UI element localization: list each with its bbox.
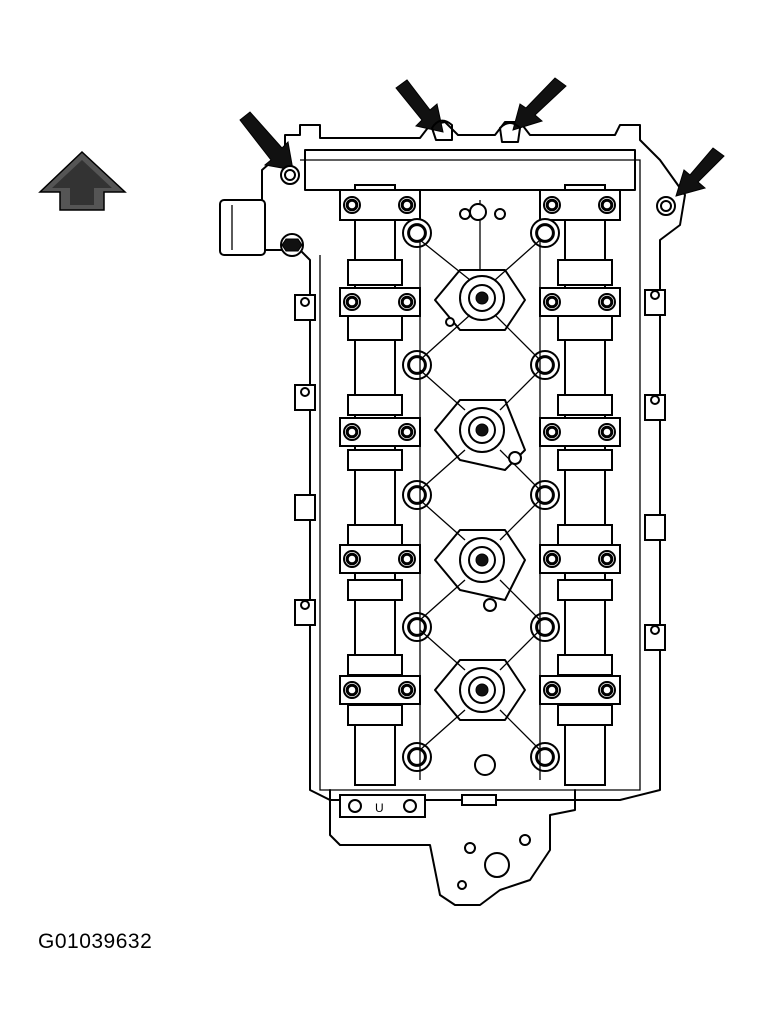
cap-bolt [398, 423, 416, 441]
front-direction-arrow-icon [38, 150, 127, 211]
cap-bolt [598, 423, 616, 441]
head-bolt [530, 742, 560, 772]
rear-cover: U [329, 789, 576, 906]
cap-bolt [543, 550, 561, 568]
cylinder-head-outline [261, 121, 686, 801]
cap-bolt [398, 293, 416, 311]
rib-webbing [419, 200, 541, 780]
svg-text:U: U [375, 801, 384, 815]
spark-plug-tower-1 [434, 269, 526, 331]
callout-arrow-icon [395, 79, 444, 133]
cap-bolt [398, 550, 416, 568]
cap-bolt [598, 550, 616, 568]
spark-plug-tower-4 [434, 659, 526, 721]
cap-bolt [343, 196, 361, 214]
cap-bolt [543, 196, 561, 214]
cap-bolt [598, 196, 616, 214]
head-bolt [402, 350, 432, 380]
cap-bolt [343, 423, 361, 441]
cap-bolt [343, 681, 361, 699]
cap-bolts [343, 196, 616, 699]
cap-bolt [343, 293, 361, 311]
cap-bolt [543, 423, 561, 441]
head-bolt [402, 218, 432, 248]
indicated-seals [280, 119, 676, 216]
callout-arrow-icon [675, 147, 725, 197]
callout-arrow-icon [512, 77, 567, 131]
head-bolt [530, 612, 560, 642]
cap-bolt [398, 196, 416, 214]
cap-bolt [598, 293, 616, 311]
spark-plug-towers [434, 269, 526, 721]
cap-bolt [343, 550, 361, 568]
cap-bolt [543, 293, 561, 311]
side-outlet [219, 199, 304, 257]
figure-id-label: G01039632 [38, 930, 153, 953]
cap-bolt [543, 681, 561, 699]
callout-arrow-icon [239, 111, 294, 171]
callout-arrows [239, 77, 725, 197]
cap-bolt [398, 681, 416, 699]
spark-plug-tower-2 [434, 399, 526, 471]
edge-lugs [294, 289, 666, 651]
head-bolt [402, 480, 432, 510]
head-bolt [402, 742, 432, 772]
cap-bolt [598, 681, 616, 699]
spark-plug-tower-3 [434, 529, 526, 601]
head-bolt [530, 218, 560, 248]
